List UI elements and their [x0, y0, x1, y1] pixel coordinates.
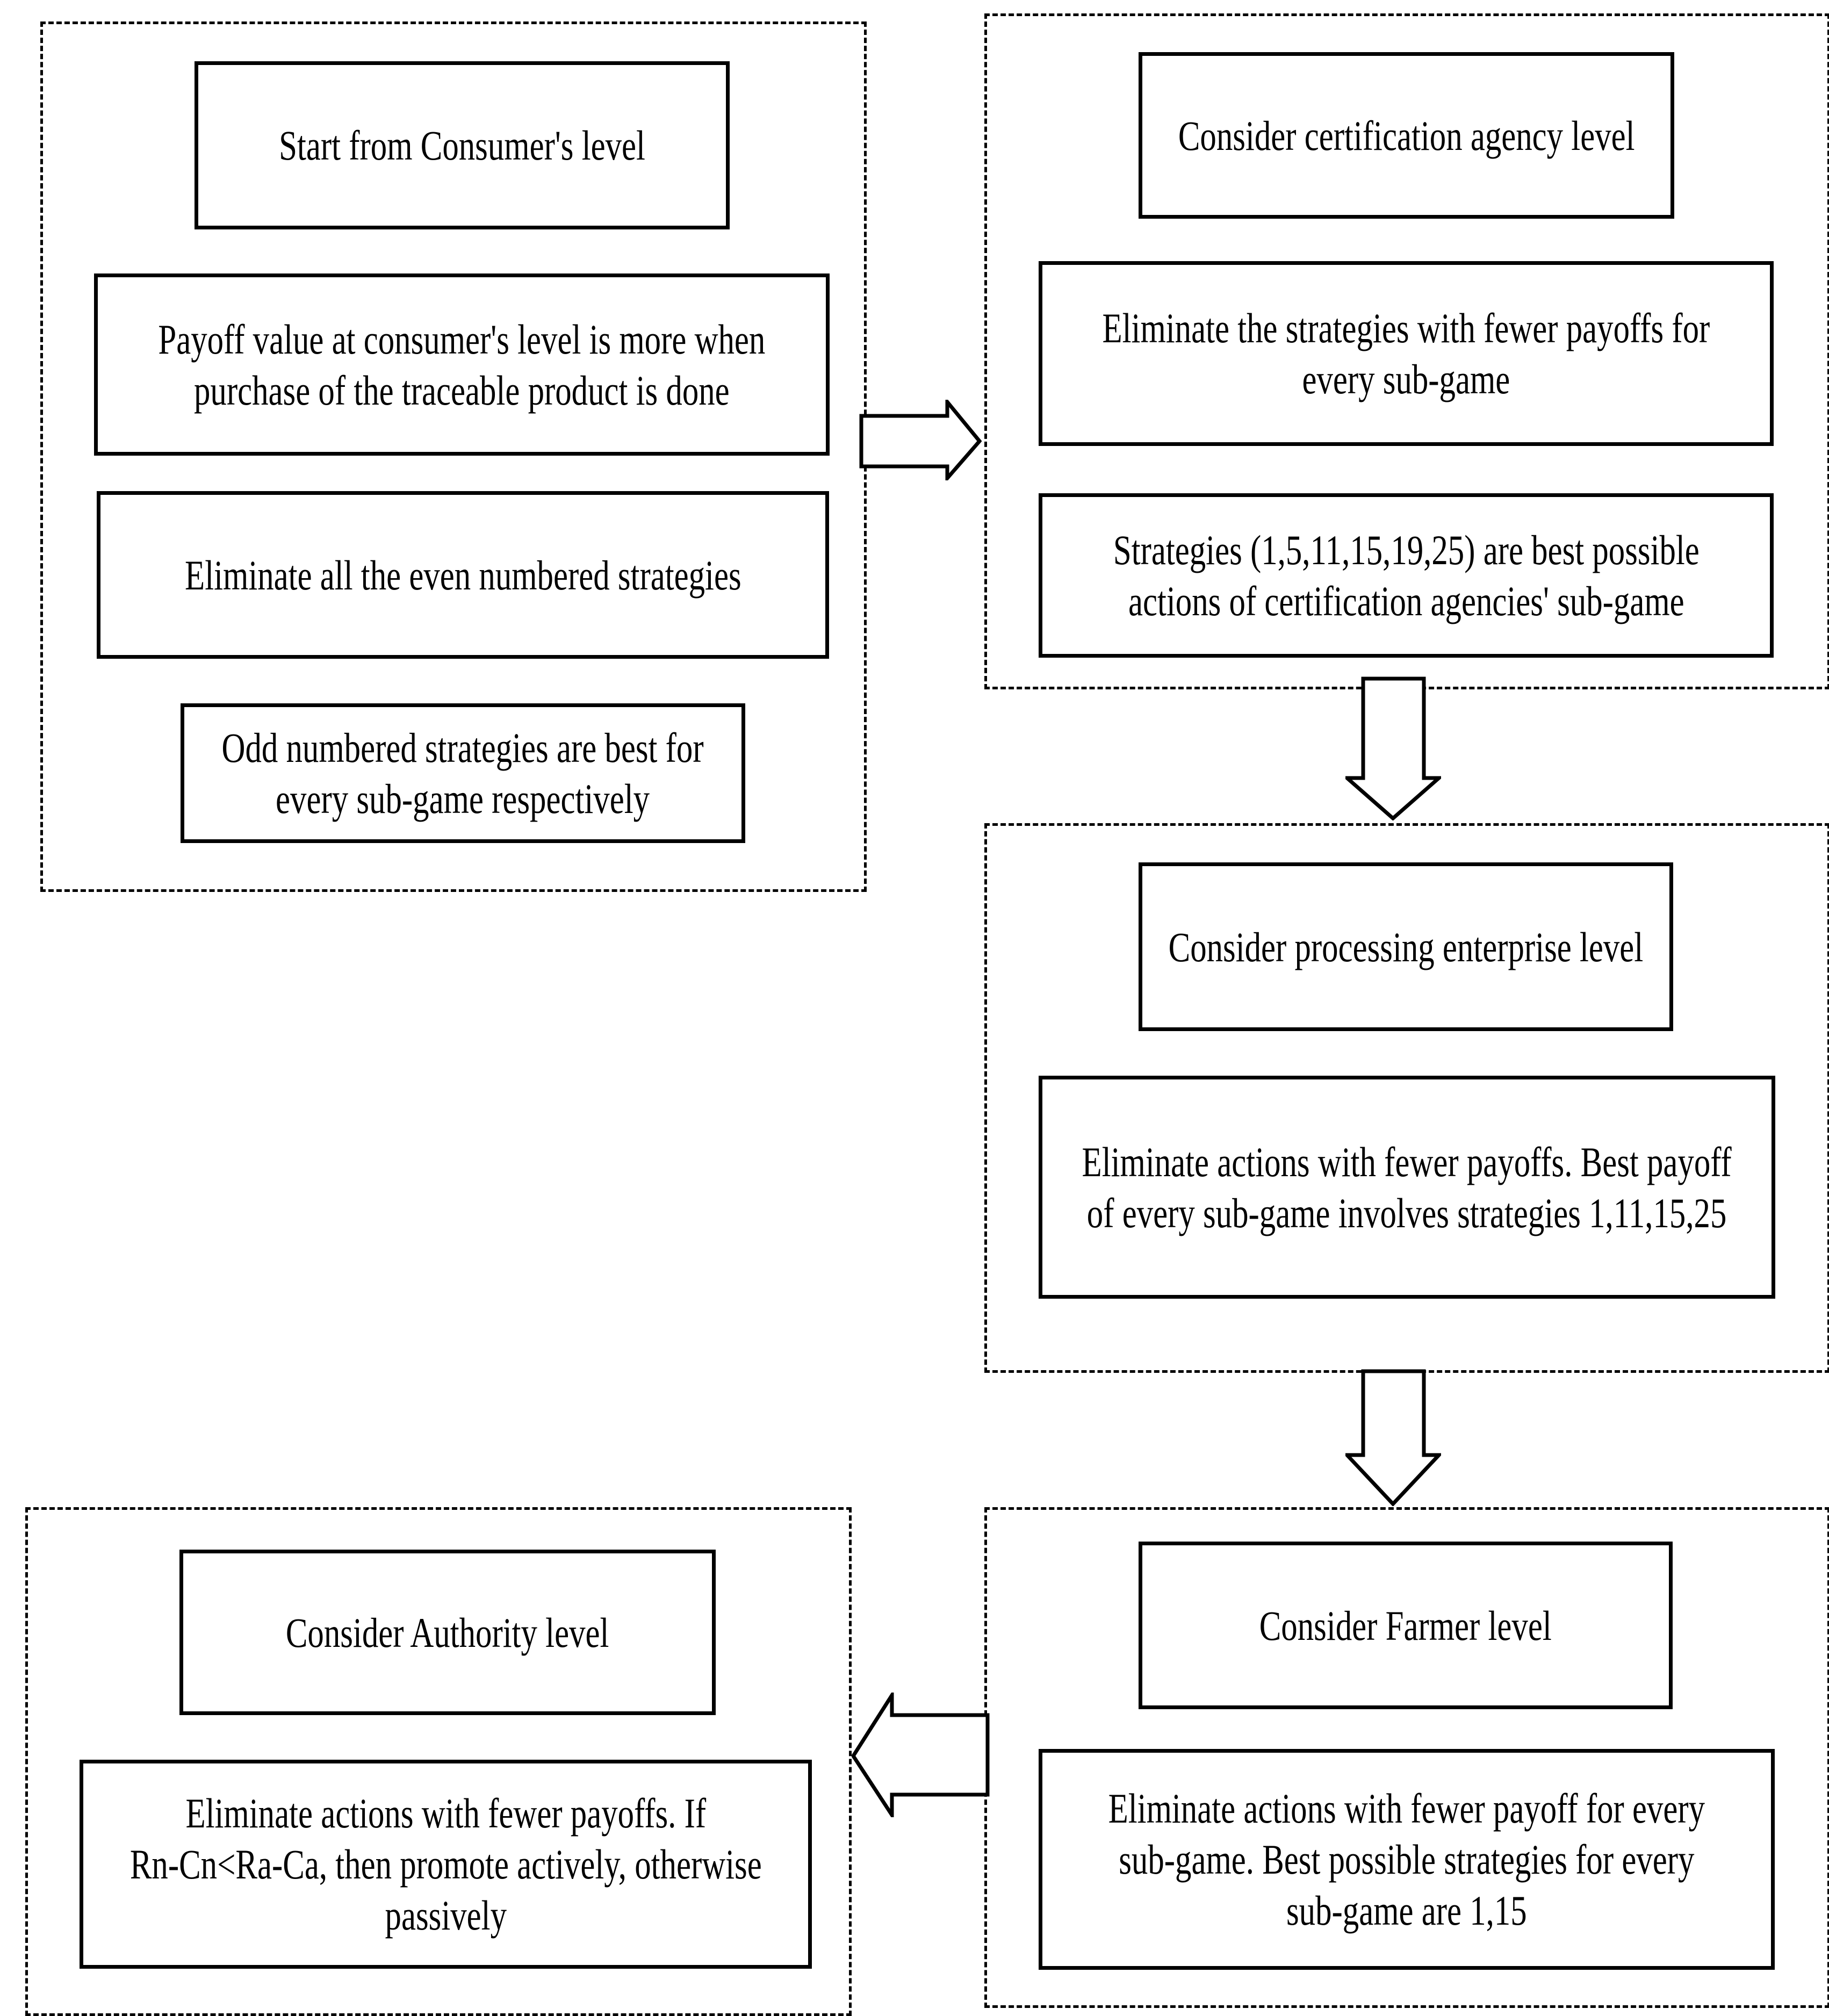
consumer-step-label: Payoff value at consumer's level is more…: [158, 315, 766, 414]
certification-title-label: Consider certification agency level: [1178, 112, 1635, 159]
farmer-step-label: Eliminate actions with fewer payoff for …: [1108, 1785, 1705, 1934]
flow-arrow-down-icon: [1345, 1369, 1441, 1506]
certification-title-box: Consider certification agency level: [1139, 52, 1674, 219]
consumer-title-label: Start from Consumer's level: [279, 122, 645, 169]
stage-farmer-group: Consider Farmer level Eliminate actions …: [984, 1507, 1829, 2008]
certification-step-box: Strategies (1,5,11,15,19,25) are best po…: [1039, 493, 1774, 658]
consumer-step-box: Payoff value at consumer's level is more…: [94, 273, 830, 456]
processing-title-box: Consider processing enterprise level: [1139, 862, 1673, 1031]
stage-certification-group: Consider certification agency level Elim…: [984, 13, 1829, 689]
consumer-step-label: Eliminate all the even numbered strategi…: [184, 551, 741, 599]
authority-step-box: Eliminate actions with fewer payoffs. If…: [80, 1760, 812, 1969]
flow-arrow-left-icon: [852, 1693, 990, 1817]
consumer-step-label: Odd numbered strategies are best for eve…: [221, 724, 704, 822]
consumer-step-box: Eliminate all the even numbered strategi…: [97, 491, 829, 659]
consumer-step-box: Odd numbered strategies are best for eve…: [181, 703, 745, 843]
certification-step-label: Eliminate the strategies with fewer payo…: [1102, 305, 1710, 402]
certification-step-label: Strategies (1,5,11,15,19,25) are best po…: [1113, 527, 1700, 624]
stage-processing-group: Consider processing enterprise level Eli…: [984, 823, 1829, 1373]
flow-arrow-down-icon: [1345, 676, 1441, 820]
farmer-step-box: Eliminate actions with fewer payoff for …: [1039, 1749, 1775, 1970]
consumer-title-box: Start from Consumer's level: [195, 61, 730, 229]
processing-step-label: Eliminate actions with fewer payoffs. Be…: [1082, 1138, 1732, 1236]
authority-step-label: Eliminate actions with fewer payoffs. If…: [129, 1790, 762, 1939]
certification-step-box: Eliminate the strategies with fewer payo…: [1039, 261, 1774, 446]
farmer-title-box: Consider Farmer level: [1139, 1542, 1673, 1709]
stage-authority-group: Consider Authority level Eliminate actio…: [25, 1507, 852, 2016]
stage-consumer-group: Start from Consumer's level Payoff value…: [40, 21, 867, 892]
authority-title-label: Consider Authority level: [286, 1609, 609, 1656]
flow-arrow-right-icon: [859, 400, 982, 480]
processing-title-label: Consider processing enterprise level: [1168, 923, 1644, 970]
authority-title-box: Consider Authority level: [179, 1550, 716, 1715]
processing-step-box: Eliminate actions with fewer payoffs. Be…: [1039, 1076, 1775, 1299]
farmer-title-label: Consider Farmer level: [1259, 1602, 1552, 1649]
